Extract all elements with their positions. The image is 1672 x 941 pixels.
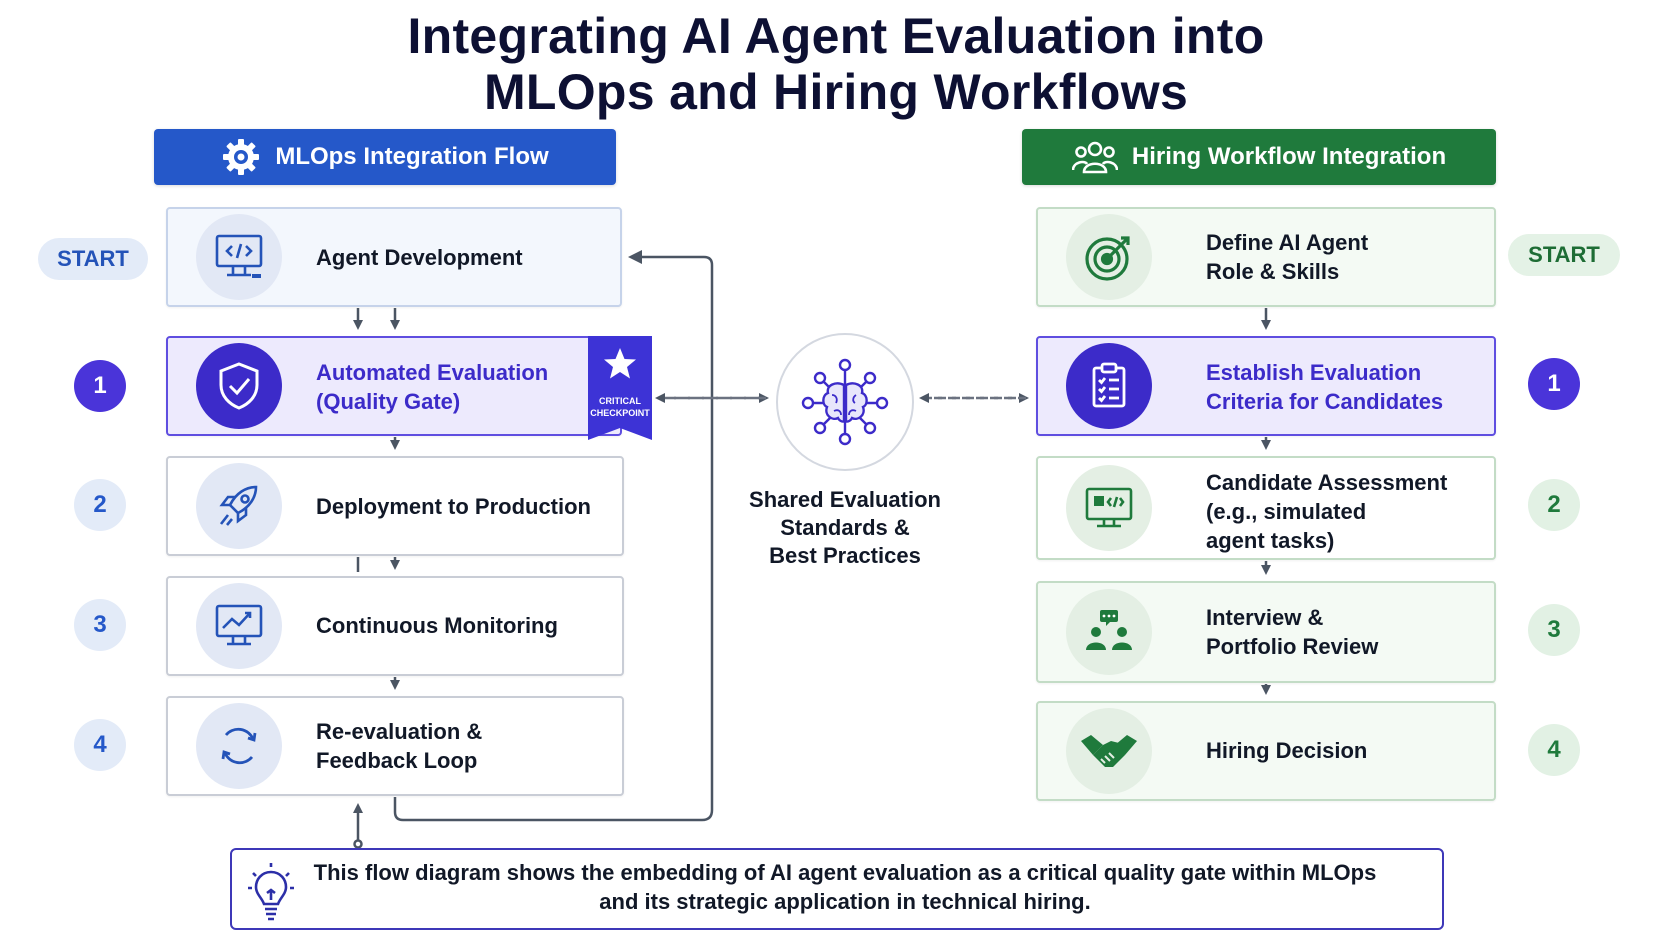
mlops-banner-label: MLOps Integration Flow [275,143,549,170]
gear-icon [223,139,260,175]
mlops-banner: MLOps Integration Flow [154,129,616,185]
lightbulb-icon [248,863,294,921]
hiring-step-label: Define AI Agent Role & Skills [1206,230,1369,284]
mlops-step-label: Deployment to Production [316,494,591,519]
critical-checkpoint-badge [588,336,652,440]
footer-note-box [230,848,1444,930]
code-monitor-icon [196,214,282,300]
diagram-title: Integrating AI Agent Evaluation into MLO… [0,8,1672,120]
shared-standards-label: Shared Evaluation Standards & Best Pract… [749,487,941,568]
hiring-step-number: 4 [1528,724,1580,776]
handshake-icon [1066,708,1152,794]
rocket-icon [196,463,282,549]
shared-standards-circle [776,333,914,471]
hiring-step-number: 2 [1528,479,1580,531]
mlops-step-number: 1 [74,360,126,412]
brain-network-icon [801,358,889,446]
mlops-step-label: Continuous Monitoring [316,613,558,638]
mlops-step-number: 2 [74,479,126,531]
mlops-start-pill: START [38,238,148,280]
title-line-2: MLOps and Hiring Workflows [483,64,1189,120]
monitor-chart-icon [196,583,282,669]
hiring-banner-label: Hiring Workflow Integration [1131,143,1447,170]
interview-people-icon [1066,589,1152,675]
hiring-banner: Hiring Workflow Integration [1022,129,1496,185]
hiring-step-label: Candidate Assessment (e.g., simulated ag… [1206,470,1448,553]
hiring-step-label: Interview & Portfolio Review [1206,605,1379,659]
mlops-step-number: 3 [74,599,126,651]
hiring-start-pill: START [1508,234,1620,276]
hiring-step-label: Hiring Decision [1206,738,1368,763]
refresh-cycle-icon [196,703,282,789]
mlops-step-label: Re-evaluation & Feedback Loop [316,719,483,773]
title-line-1: Integrating AI Agent Evaluation into [407,8,1265,64]
footer-note-text: This flow diagram shows the embedding of… [313,860,1377,914]
mlops-step-label: Agent Development [316,245,523,270]
hiring-step-number: 3 [1528,604,1580,656]
target-icon [1066,214,1152,300]
team-icon [1071,141,1118,174]
clipboard-checklist-icon [1066,343,1152,429]
critical-checkpoint-label: CRITICAL CHECKPOINT [590,396,650,418]
shield-check-icon [196,343,282,429]
code-laptop-icon [1066,465,1152,551]
hiring-step-number: 1 [1528,358,1580,410]
mlops-step-number: 4 [74,719,126,771]
mlops-step-label: Automated Evaluation (Quality Gate) [316,360,549,414]
hiring-step-label: Establish Evaluation Criteria for Candid… [1206,360,1444,414]
